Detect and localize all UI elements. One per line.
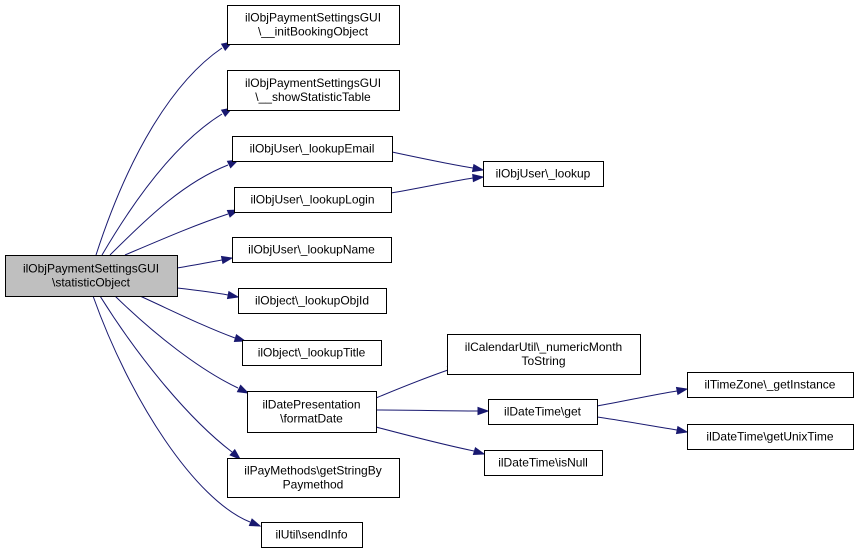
edge-root-to-sendInfo <box>92 295 262 527</box>
node-tzGetInstance[interactable]: ilTimeZone\_getInstance <box>687 372 854 398</box>
node-label: ilObjUser\_lookupLogin <box>250 193 374 207</box>
node-lookupLogin[interactable]: ilObjUser\_lookupLogin <box>234 187 392 213</box>
node-label: ilTimeZone\_getInstance <box>705 378 836 392</box>
edge-dtGet-to-dtUnix <box>596 416 689 435</box>
node-label: ilObjPaymentSettingsGUI <box>245 11 381 25</box>
node-label: ilCalendarUtil\_numericMonth <box>465 340 622 354</box>
node-dtGet[interactable]: ilDateTime\get <box>488 399 598 425</box>
node-label: ilObjUser\_lookupEmail <box>250 142 375 156</box>
nodes-layer: ilObjPaymentSettingsGUI\statisticObjecti… <box>5 5 854 548</box>
node-showStat[interactable]: ilObjPaymentSettingsGUI\__showStatisticT… <box>227 70 400 111</box>
edge-lookupEmail-to-lookup <box>391 151 485 173</box>
node-label: \statisticObject <box>52 276 131 290</box>
edge-formatDate-to-dtIsNull <box>375 426 486 456</box>
node-lookupTitle[interactable]: ilObject\_lookupTitle <box>242 340 382 366</box>
node-dtUnix[interactable]: ilDateTime\getUnixTime <box>687 424 854 450</box>
node-lookupObjId[interactable]: ilObject\_lookupObjId <box>238 288 387 314</box>
edge-root-to-lookupLogin <box>124 209 240 256</box>
edge-dtGet-to-tzGetInstance <box>596 386 689 407</box>
node-lookupEmail[interactable]: ilObjUser\_lookupEmail <box>232 136 393 162</box>
node-lookup[interactable]: ilObjUser\_lookup <box>483 161 604 187</box>
node-label: Paymethod <box>283 478 344 492</box>
node-label: \formatDate <box>280 412 343 426</box>
node-label: ilPayMethods\getStringBy <box>244 464 381 478</box>
edge-formatDate-to-numericMonth <box>375 365 460 399</box>
node-label: ilUtil\sendInfo <box>275 528 347 542</box>
node-root[interactable]: ilObjPaymentSettingsGUI\statisticObject <box>5 255 178 297</box>
edge-root-to-lookupTitle <box>139 295 247 343</box>
edge-formatDate-to-dtGet <box>375 406 490 416</box>
node-initBooking[interactable]: ilObjPaymentSettingsGUI\__initBookingObj… <box>227 5 400 45</box>
node-label: \__showStatisticTable <box>255 90 371 104</box>
node-label: ToString <box>521 354 565 368</box>
node-label: ilObjPaymentSettingsGUI <box>245 76 381 90</box>
node-dtIsNull[interactable]: ilDateTime\isNull <box>484 450 603 476</box>
edge-root-to-lookupName <box>176 255 234 269</box>
edge-root-to-lookupEmail <box>109 159 240 256</box>
node-formatDate[interactable]: ilDatePresentation\formatDate <box>247 391 377 433</box>
node-label: ilObjUser\_lookupName <box>248 243 375 257</box>
edge-root-to-lookupObjId <box>176 287 240 300</box>
node-label: ilDateTime\getUnixTime <box>706 430 833 444</box>
edge-root-to-payMethods <box>99 295 242 460</box>
node-label: ilObjPaymentSettingsGUI <box>23 262 159 276</box>
node-label: ilDateTime\get <box>504 405 582 419</box>
node-sendInfo[interactable]: ilUtil\sendInfo <box>261 522 363 548</box>
node-label: ilObjUser\_lookup <box>496 167 591 181</box>
node-label: \__initBookingObject <box>258 25 369 39</box>
edge-lookupLogin-to-lookup <box>390 173 485 194</box>
node-lookupName[interactable]: ilObjUser\_lookupName <box>232 237 392 263</box>
edge-root-to-initBooking <box>95 41 234 256</box>
node-label: ilObject\_lookupObjId <box>255 294 369 308</box>
node-label: ilObject\_lookupTitle <box>258 346 366 360</box>
edge-root-to-showStat <box>101 107 234 256</box>
node-label: ilDateTime\isNull <box>498 456 588 470</box>
node-label: ilDatePresentation <box>262 398 360 412</box>
edge-root-to-formatDate <box>114 295 250 394</box>
